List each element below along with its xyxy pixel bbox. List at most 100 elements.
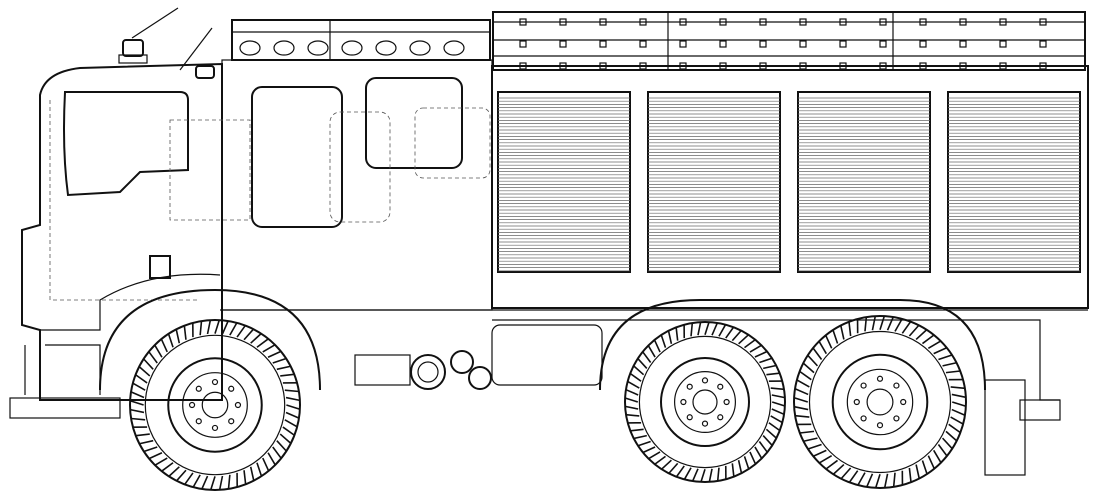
tread-lug: [227, 474, 231, 489]
tread-lug: [633, 365, 645, 376]
tread-lug: [901, 321, 912, 334]
rack-clamp: [879, 40, 887, 48]
tread-lug: [832, 463, 845, 475]
tread-lug: [731, 330, 742, 342]
roller-shutter[interactable]: [797, 91, 931, 273]
tread-lug: [848, 470, 859, 483]
rack-clamp: [519, 40, 527, 48]
lug-nut: [717, 414, 724, 421]
tread-lug: [660, 334, 667, 348]
wheel: [624, 321, 786, 483]
tread-lug: [803, 437, 818, 443]
tread-lug: [131, 417, 146, 421]
rack-clamp: [599, 40, 607, 48]
tread-lug: [624, 405, 639, 410]
tread-lug: [214, 319, 221, 334]
roller-shutter[interactable]: [947, 91, 1081, 273]
tread-lug: [243, 470, 247, 485]
tread-lug: [175, 329, 181, 344]
tread-lug: [942, 361, 957, 367]
tread-lug: [272, 446, 282, 459]
tread-lug: [661, 459, 672, 470]
tread-lug: [818, 340, 828, 355]
lug-nut: [228, 385, 235, 392]
lug-nut: [893, 415, 900, 422]
tread-lug: [625, 413, 640, 417]
tread-lug: [138, 365, 151, 377]
lug-nut: [228, 418, 235, 425]
roof-rack-rear: [492, 11, 1086, 71]
tread-lug: [154, 344, 163, 358]
tread-lug: [148, 452, 163, 460]
tread-lug: [675, 465, 685, 478]
tread-lug: [771, 394, 786, 399]
tread-lug: [716, 467, 720, 482]
tread-lug: [262, 344, 276, 353]
wheel: [793, 315, 967, 489]
tread-lug: [653, 339, 661, 353]
tread-lug: [812, 347, 823, 361]
tread-lug: [759, 357, 773, 364]
lug-nut: [188, 401, 196, 409]
tread-lug: [647, 345, 656, 358]
tread-lug: [951, 393, 967, 399]
tread-lug: [284, 419, 298, 428]
tread-lug: [633, 434, 647, 440]
tread-lug: [818, 454, 833, 464]
lug-nut: [853, 398, 860, 406]
rack-clamp: [999, 40, 1007, 48]
roof-equipment: [341, 40, 363, 56]
tread-lug: [148, 351, 158, 364]
tread-lug: [285, 411, 300, 419]
tread-lug: [637, 440, 651, 447]
tread-lug: [667, 330, 673, 344]
tread-lug: [807, 443, 822, 450]
tread-lug: [267, 350, 282, 358]
tread-lug: [675, 327, 679, 341]
tread-lug: [199, 321, 203, 336]
tread-lug: [154, 457, 168, 466]
antenna: [131, 7, 179, 39]
tread-lug: [279, 433, 292, 445]
lug-nut: [195, 418, 202, 425]
tread-lug: [184, 472, 194, 485]
tread-lug: [951, 408, 966, 416]
rack-clamp: [519, 18, 527, 26]
tread-lug: [642, 446, 656, 454]
tread-lug: [771, 408, 785, 416]
lug-nut: [876, 422, 884, 429]
rack-clamp: [559, 18, 567, 26]
tread-lug: [824, 334, 833, 349]
tread-lug: [744, 339, 756, 349]
rack-clamp: [559, 40, 567, 48]
tread-lug: [948, 423, 961, 434]
tread-lug: [642, 351, 652, 363]
tread-lug: [793, 396, 809, 403]
rack-clamp: [959, 40, 967, 48]
tread-lug: [793, 405, 809, 411]
tread-lug: [129, 399, 144, 406]
tread-lug: [648, 451, 661, 460]
tread-lug: [770, 387, 785, 391]
beacon-light-icon: [195, 65, 215, 79]
tread-lug: [167, 333, 174, 348]
roof-equipment: [273, 40, 295, 56]
tread-lug: [267, 452, 276, 466]
tread-lug: [848, 321, 852, 337]
tread-lug: [886, 316, 894, 331]
roller-shutter[interactable]: [497, 91, 631, 273]
roof-equipment: [409, 40, 431, 56]
roof-rack-front: [231, 19, 491, 61]
roller-shutter[interactable]: [647, 91, 781, 273]
tread-lug: [135, 433, 150, 437]
tread-lug: [725, 326, 735, 339]
tread-lug: [915, 464, 921, 479]
rack-clamp: [759, 18, 767, 26]
rack-clamp: [1039, 18, 1047, 26]
lug-nut: [686, 383, 693, 390]
lug-nut: [234, 401, 242, 409]
rack-clamp: [839, 18, 847, 26]
rack-clamp: [999, 18, 1007, 26]
tread-lug: [206, 319, 212, 335]
tread-lug: [130, 391, 145, 399]
